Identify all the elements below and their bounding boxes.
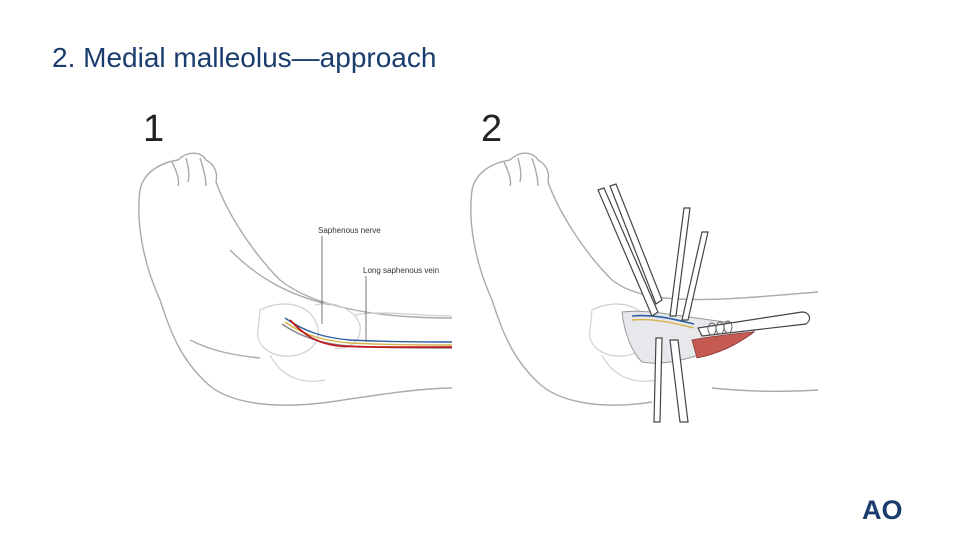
ankle-medial-view-image: Saphenous nerve Long saphenous vein (138, 152, 453, 406)
ao-logo-text: AO (862, 495, 903, 524)
ao-logo-mark: AO (862, 495, 903, 525)
figure-1-number: 1 (143, 108, 165, 150)
ankle-exposure-image (470, 152, 819, 423)
figure-2-illustration (462, 140, 822, 430)
slide-title: 2. Medial malleolus—approach (52, 42, 437, 73)
figure-1-illustration: Saphenous nerve Long saphenous vein (130, 140, 460, 425)
figure-2-number: 2 (481, 108, 503, 150)
ao-logo: AO (862, 494, 912, 529)
saphenous-nerve-label: Saphenous nerve (318, 226, 381, 235)
incision-line (289, 319, 453, 349)
long-saphenous-vein-label: Long saphenous vein (363, 266, 439, 275)
